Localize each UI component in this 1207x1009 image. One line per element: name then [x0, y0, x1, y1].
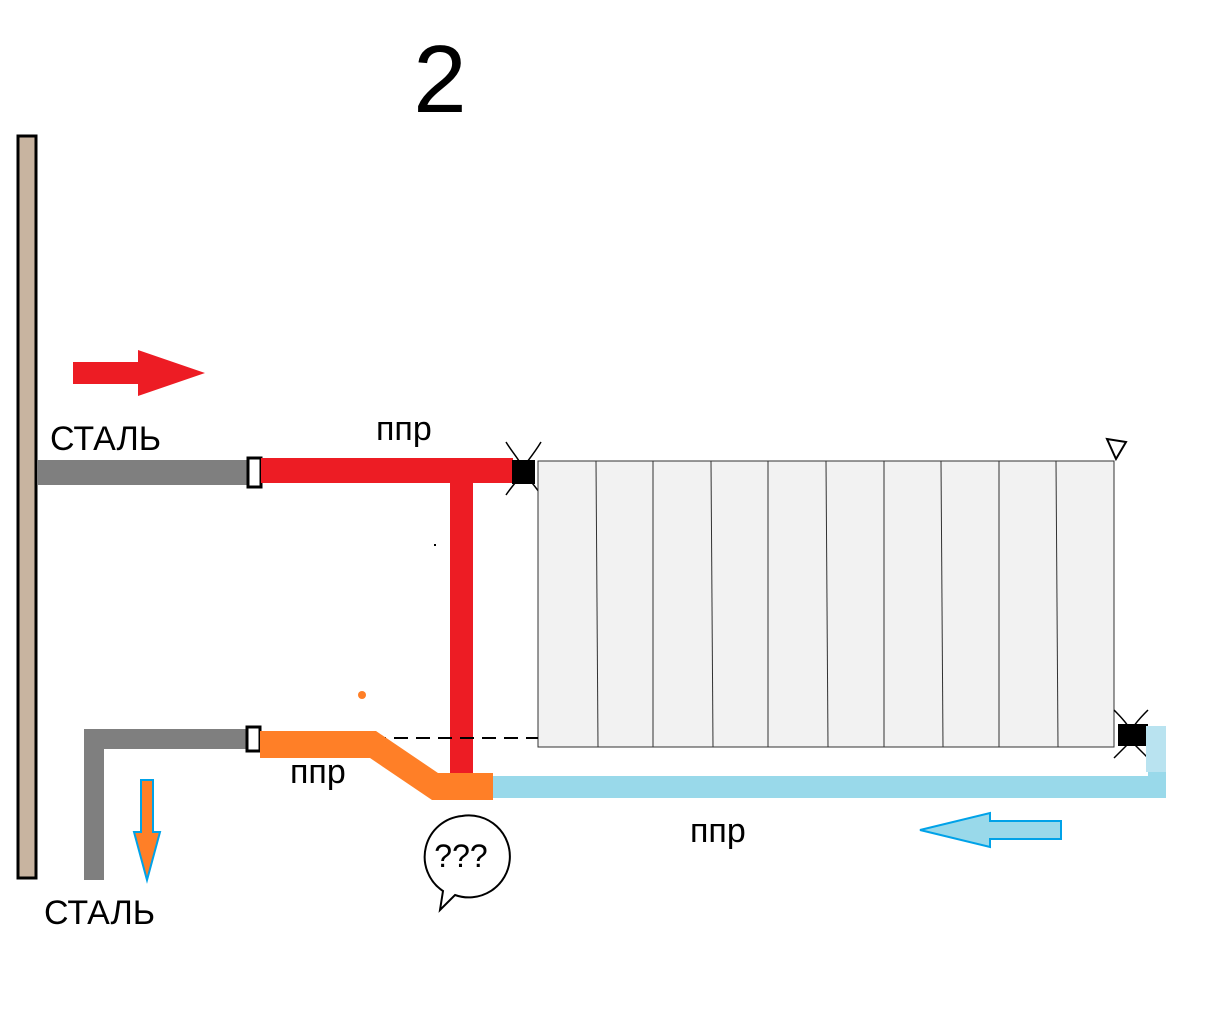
speech-bubble-icon	[423, 814, 511, 913]
radiator-section-divider	[710, 460, 714, 748]
ppr-label-middle: ппр	[290, 753, 346, 791]
pipe-coupling-top	[246, 456, 263, 489]
radiator-section-divider	[940, 460, 944, 748]
ppr-label-top: ппр	[376, 410, 432, 448]
radiator-section-divider	[825, 460, 829, 748]
steel-pipe-top	[37, 460, 249, 485]
mixed-pipe	[260, 731, 493, 800]
radiator	[537, 460, 1115, 748]
steel-label-top: СТАЛЬ	[50, 420, 161, 458]
diagram-number: 2	[413, 26, 466, 133]
ppr-label-bottom: ппр	[690, 812, 746, 850]
air-vent-icon	[1105, 437, 1128, 462]
return-riser-fill	[1146, 726, 1166, 772]
orange-dot	[358, 691, 366, 699]
return-flow-arrow-icon	[919, 811, 1062, 849]
down-flow-arrow-icon	[132, 779, 162, 884]
steel-pipe-bottom	[84, 729, 248, 880]
supply-flow-arrow-icon	[73, 350, 205, 396]
question-text: ???	[434, 838, 487, 874]
pipe-coupling-bottom	[245, 725, 262, 753]
valve-icon	[505, 441, 542, 496]
radiator-sections	[595, 460, 1059, 748]
bypass-pipe	[450, 483, 473, 776]
steel-label-bottom: СТАЛЬ	[44, 894, 155, 932]
radiator-section-divider	[595, 460, 599, 748]
ppr-supply-pipe	[261, 458, 513, 483]
radiator-section-divider	[1055, 460, 1059, 748]
wall	[16, 134, 38, 880]
ppr-return-pipe	[493, 776, 1166, 798]
dot-mark	[434, 544, 436, 546]
valve-icon	[1113, 709, 1149, 759]
